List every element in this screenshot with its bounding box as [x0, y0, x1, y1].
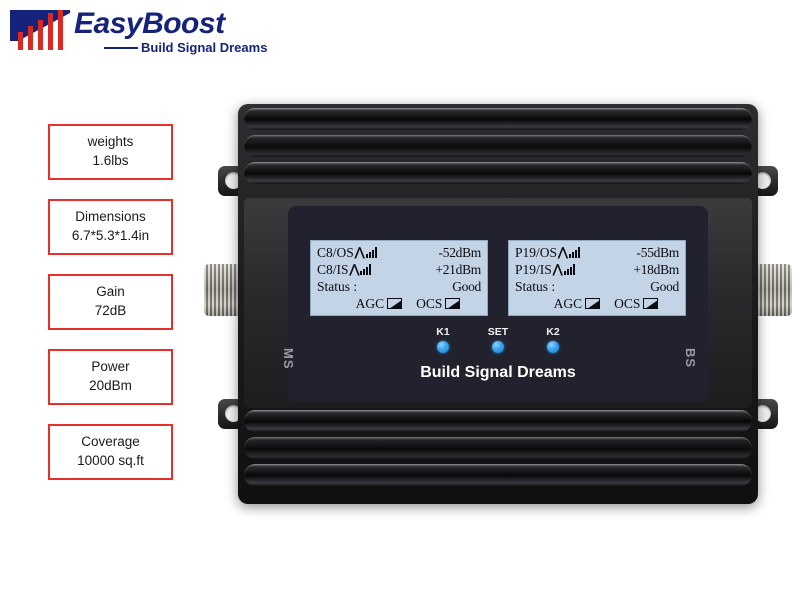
antenna-icon: ⋀ — [354, 245, 365, 259]
lcd-flag-label: AGC — [355, 295, 385, 311]
lcd-flag-ocs: OCS — [614, 295, 659, 312]
brand-tagline-group: Build Signal Dreams — [104, 40, 267, 55]
device-front-face: MS BS C8/OS ⋀ -52dBm C8/IS — [244, 198, 752, 408]
lcd-row-key: Status : — [515, 278, 556, 294]
led-indicator-icon[interactable] — [437, 341, 449, 353]
spec-box-weights: weights 1.6lbs — [48, 124, 173, 180]
lcd-panel-right: P19/OS ⋀ -55dBm P19/IS ⋀ +18dBm — [508, 240, 686, 316]
lcd-row: C8/OS ⋀ -52dBm — [317, 244, 481, 261]
spec-box-gain: Gain 72dB — [48, 274, 173, 330]
heatsink-fin — [244, 464, 752, 486]
lcd-flag-label: AGC — [553, 295, 583, 311]
heatsink-fin — [244, 162, 752, 184]
lcd-row-value: Good — [452, 278, 481, 294]
spec-label: Power — [91, 359, 130, 374]
heatsink-fin — [244, 437, 752, 459]
spec-box-power: Power 20dBm — [48, 349, 173, 405]
brand-tagline: Build Signal Dreams — [141, 40, 268, 55]
signal-bars-icon — [360, 264, 372, 275]
lcd-flag-agc: AGC — [554, 296, 601, 312]
lcd-flags: AGC OCS — [515, 295, 679, 312]
button-label: K1 — [436, 326, 450, 338]
lcd-flags: AGC OCS — [317, 295, 481, 312]
lcd-row-value: -52dBm — [438, 244, 482, 260]
signal-bars-icon — [563, 264, 575, 275]
spec-value: 20dBm — [89, 378, 132, 393]
heatsink-fin — [244, 135, 752, 157]
led-indicator-icon[interactable] — [492, 341, 504, 353]
button-set[interactable]: SET — [481, 326, 515, 353]
button-k1[interactable]: K1 — [426, 326, 460, 353]
antenna-icon: ⋀ — [349, 262, 360, 276]
port-label-ms: MS — [281, 348, 296, 370]
lcd-flag-agc: AGC — [356, 296, 403, 312]
spec-label: Dimensions — [75, 209, 146, 224]
screw-hole-icon — [754, 172, 771, 189]
lcd-row-key: C8/IS ⋀ — [317, 262, 372, 278]
checkbox-checked-icon — [445, 298, 461, 309]
spec-callout-list: weights 1.6lbs Dimensions 6.7*5.3*1.4in … — [48, 124, 173, 499]
lcd-row: P19/IS ⋀ +18dBm — [515, 261, 679, 278]
spec-box-coverage: Coverage 10000 sq.ft — [48, 424, 173, 480]
spec-label: Coverage — [81, 434, 140, 449]
spec-label: Gain — [96, 284, 125, 299]
signal-bars-icon — [365, 247, 377, 258]
device-housing: MS BS C8/OS ⋀ -52dBm C8/IS — [238, 104, 758, 504]
spec-value: 10000 sq.ft — [77, 453, 144, 468]
lcd-row-key: P19/OS ⋀ — [515, 245, 580, 261]
checkbox-checked-icon — [585, 298, 601, 309]
lcd-row-value: +18dBm — [633, 261, 679, 277]
spec-box-dimensions: Dimensions 6.7*5.3*1.4in — [48, 199, 173, 255]
screw-hole-icon — [225, 172, 242, 189]
lcd-row: P19/OS ⋀ -55dBm — [515, 244, 679, 261]
signal-bars-logo-icon — [8, 8, 74, 58]
heatsink-fin — [244, 410, 752, 432]
heatsink-fins-bottom — [244, 410, 752, 500]
lcd-row: C8/IS ⋀ +21dBm — [317, 261, 481, 278]
lcd-row-key: P19/IS ⋀ — [515, 262, 575, 278]
lcd-panel-left: C8/OS ⋀ -52dBm C8/IS ⋀ +21dBm — [310, 240, 488, 316]
heatsink-fin — [244, 108, 752, 130]
signal-booster-device: MS BS C8/OS ⋀ -52dBm C8/IS — [204, 104, 792, 504]
brand-name: EasyBoost — [74, 7, 225, 40]
lcd-flag-ocs: OCS — [416, 295, 461, 312]
spec-value: 1.6lbs — [92, 153, 129, 168]
checkbox-checked-icon — [643, 298, 659, 309]
checkbox-checked-icon — [387, 298, 403, 309]
lcd-flag-label: OCS — [416, 295, 443, 311]
heatsink-fins-top — [244, 108, 752, 196]
led-indicator-icon[interactable] — [547, 341, 559, 353]
lcd-row-value: Good — [650, 278, 679, 294]
button-label: SET — [487, 326, 509, 338]
spec-label: weights — [87, 134, 134, 149]
spec-value: 72dB — [94, 303, 127, 318]
device-tagline: Build Signal Dreams — [420, 364, 576, 381]
button-k2[interactable]: K2 — [536, 326, 570, 353]
lcd-row-key: C8/OS ⋀ — [317, 245, 377, 261]
display-bezel: C8/OS ⋀ -52dBm C8/IS ⋀ +21dBm — [288, 206, 708, 402]
port-label-bs: BS — [682, 348, 698, 369]
spec-value: 6.7*5.3*1.4in — [71, 228, 150, 243]
tagline-rule — [104, 46, 138, 49]
lcd-row-value: +21dBm — [435, 261, 481, 277]
signal-bars-icon — [568, 247, 580, 258]
lcd-row-value: -55dBm — [636, 244, 680, 260]
control-button-bar: K1 SET K2 — [288, 326, 708, 353]
lcd-row: Status : Good — [317, 278, 481, 295]
antenna-icon: ⋀ — [552, 262, 563, 276]
brand-header: EasyBoost Build Signal Dreams — [0, 0, 300, 70]
screw-hole-icon — [754, 405, 771, 422]
button-label: K2 — [546, 326, 560, 338]
lcd-row: Status : Good — [515, 278, 679, 295]
lcd-flag-label: OCS — [614, 295, 641, 311]
lcd-row-key: Status : — [317, 278, 358, 294]
screw-hole-icon — [225, 405, 242, 422]
antenna-icon: ⋀ — [558, 245, 568, 259]
